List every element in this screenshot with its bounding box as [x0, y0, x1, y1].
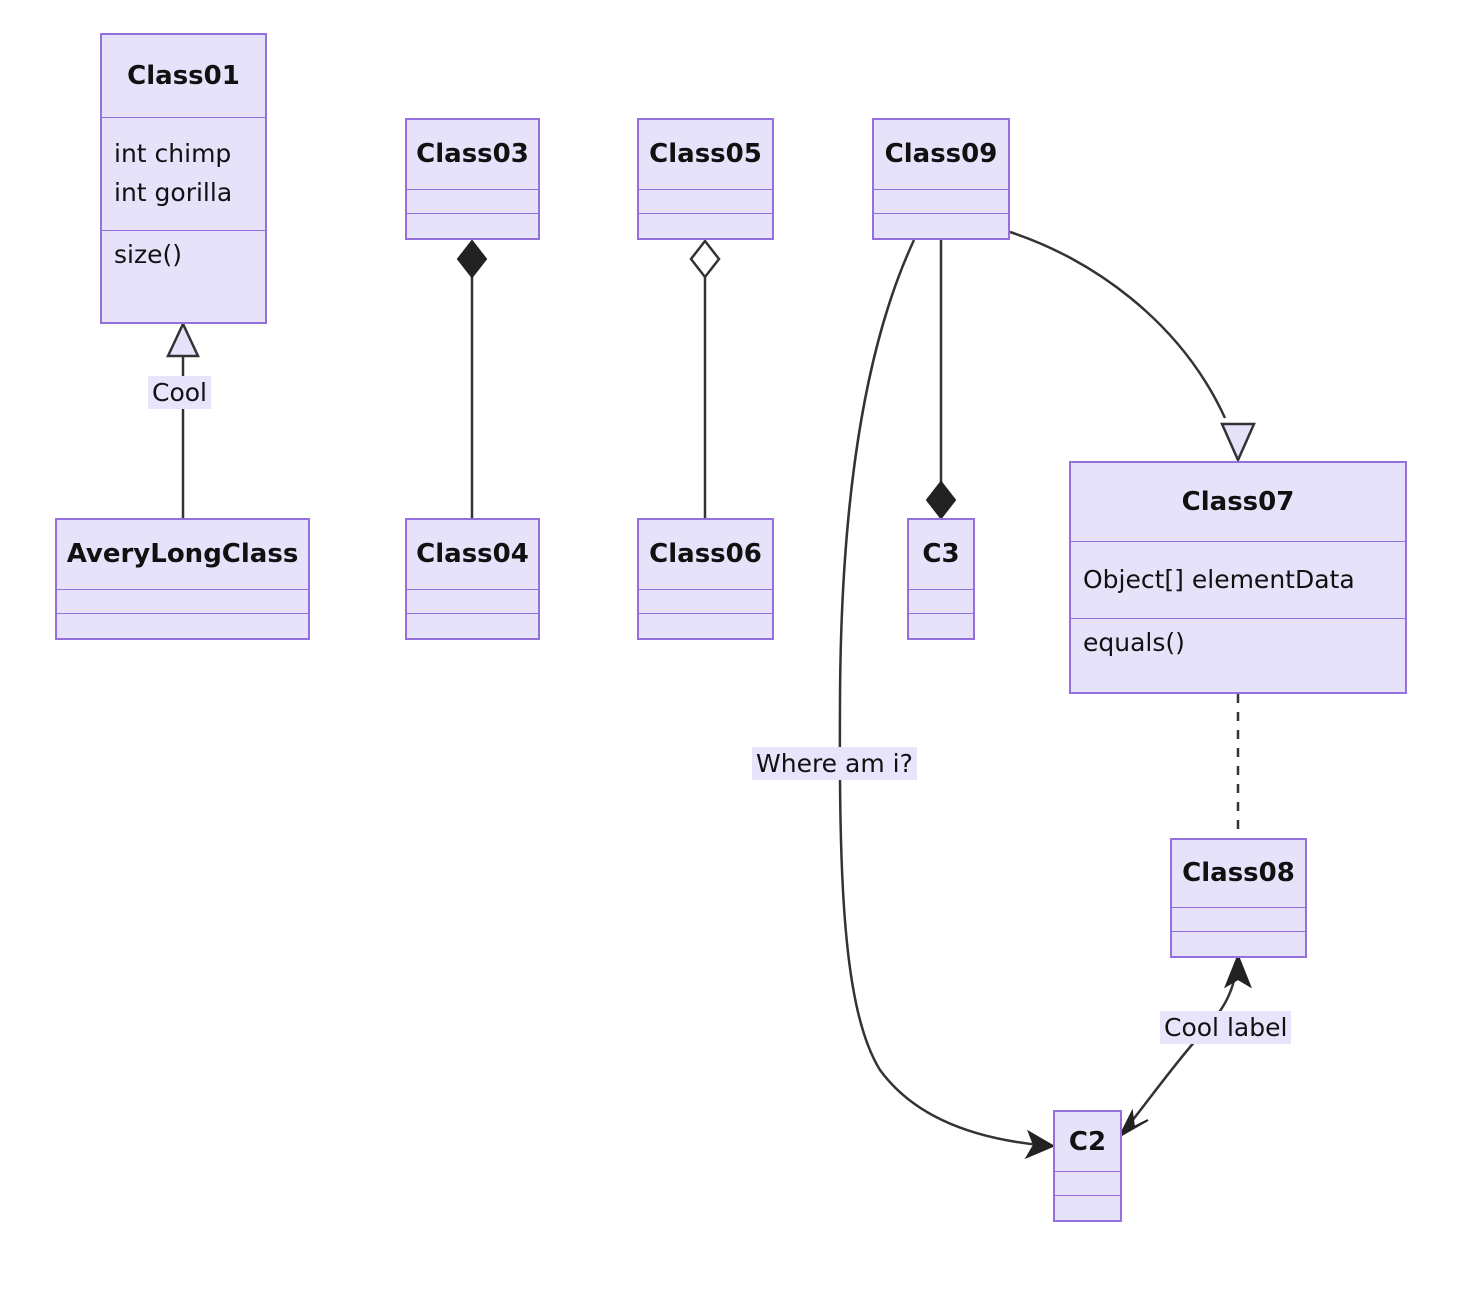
uml-attribute: int chimp: [114, 139, 232, 169]
uml-methods-compartment: [407, 614, 538, 638]
uml-method: size(): [114, 240, 182, 269]
uml-node-class07[interactable]: Class07 Object[] elementData equals(): [1069, 461, 1407, 694]
edge-class09-to-class07: [1009, 230, 1256, 464]
uml-methods-compartment: [639, 614, 772, 638]
filled-diamond-marker-c3: [925, 480, 957, 520]
hollow-triangle-marker-class07: [1220, 422, 1256, 464]
uml-node-title: Class03: [407, 120, 538, 190]
edge-line-inheritance-class07: [1009, 230, 1227, 419]
edge-averylongclass-to-class01: [166, 321, 200, 518]
uml-node-title: Class04: [407, 520, 538, 590]
uml-node-title: Class01: [102, 35, 265, 118]
uml-attribute: Object[] elementData: [1083, 564, 1355, 594]
uml-methods-compartment: [1172, 932, 1305, 956]
uml-node-title: Class06: [639, 520, 772, 590]
uml-methods-compartment: [874, 214, 1008, 238]
uml-node-class04[interactable]: Class04: [405, 518, 540, 640]
uml-attributes-compartment: [57, 590, 308, 614]
uml-node-c3[interactable]: C3: [907, 518, 975, 640]
uml-node-c2[interactable]: C2: [1053, 1110, 1122, 1222]
uml-node-title: AveryLongClass: [57, 520, 308, 590]
uml-node-class05[interactable]: Class05: [637, 118, 774, 240]
filled-arrow-marker-class08: [1223, 953, 1253, 989]
uml-node-class01[interactable]: Class01 int chimp int gorilla size(): [100, 33, 267, 324]
edge-class09-to-c2: [838, 239, 1056, 1160]
uml-attributes-compartment: [639, 190, 772, 214]
edge-line-association-class08-c2: [1127, 969, 1238, 1127]
uml-methods-compartment: [909, 614, 973, 638]
uml-methods-compartment: [407, 214, 538, 238]
uml-attribute: int gorilla: [114, 178, 233, 207]
edge-label-cool-label: Cool label: [1160, 1011, 1292, 1045]
edge-line-association-c2: [838, 239, 1041, 1147]
uml-method: equals(): [1083, 628, 1185, 657]
uml-attributes-compartment: [407, 190, 538, 214]
uml-attributes-compartment: [1172, 908, 1305, 932]
uml-node-class03[interactable]: Class03: [405, 118, 540, 240]
uml-methods-compartment: size(): [102, 231, 265, 280]
uml-attributes-compartment: [407, 590, 538, 614]
uml-methods-compartment: [57, 614, 308, 638]
uml-methods-compartment: [1055, 1196, 1120, 1220]
uml-node-title: Class08: [1172, 840, 1305, 908]
filled-arrow-marker-c2-left: [1024, 1129, 1056, 1160]
edge-class08-to-c2: [1117, 953, 1253, 1139]
hollow-triangle-marker-class01: [166, 321, 200, 358]
uml-node-title: Class05: [639, 120, 772, 190]
edge-class09-to-c3: [925, 240, 957, 520]
uml-node-class06[interactable]: Class06: [637, 518, 774, 640]
uml-attributes-compartment: int chimp int gorilla: [102, 118, 265, 231]
edge-class06-to-class05: [689, 238, 721, 518]
filled-arrow-marker-c2-right: [1117, 1108, 1149, 1139]
uml-attributes-compartment: [874, 190, 1008, 214]
uml-attributes-compartment: Object[] elementData: [1071, 542, 1405, 619]
uml-methods-compartment: equals(): [1071, 619, 1405, 668]
uml-attributes-compartment: [639, 590, 772, 614]
uml-node-title: C2: [1055, 1112, 1120, 1172]
uml-attributes-compartment: [909, 590, 973, 614]
uml-node-class09[interactable]: Class09: [872, 118, 1010, 240]
edge-class04-to-class03: [456, 239, 488, 518]
edge-label-cool: Cool: [148, 376, 211, 410]
uml-node-title: C3: [909, 520, 973, 590]
edge-label-where-am-i: Where am i?: [752, 747, 917, 781]
uml-node-averylongclass[interactable]: AveryLongClass: [55, 518, 310, 640]
filled-diamond-marker-class03: [456, 239, 488, 279]
uml-node-class08[interactable]: Class08: [1170, 838, 1307, 958]
uml-node-title: Class07: [1071, 463, 1405, 542]
uml-attributes-compartment: [1055, 1172, 1120, 1196]
uml-methods-compartment: [639, 214, 772, 238]
hollow-diamond-marker-class05: [689, 238, 721, 280]
uml-node-title: Class09: [874, 120, 1008, 190]
